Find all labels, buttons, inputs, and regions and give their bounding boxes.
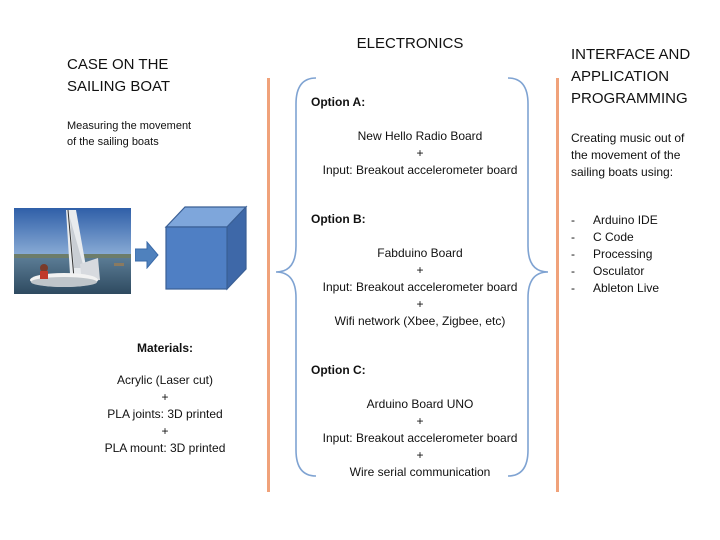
right-divider [556, 78, 559, 492]
option-b-label: Option B: [311, 212, 366, 226]
materials-plus: + [161, 424, 169, 438]
right-title: INTERFACE AND APPLICATION PROGRAMMING [571, 44, 690, 110]
materials-item: PLA joints: 3D printed [107, 407, 223, 421]
option-c-plus: + [416, 414, 424, 428]
option-b-details: Fabduino Board + Input: Breakout acceler… [300, 245, 540, 330]
left-description: Measuring the movement of the sailing bo… [67, 118, 191, 150]
tool-item: Osculator [571, 263, 659, 280]
right-title-line3: PROGRAMMING [571, 90, 688, 107]
option-b-plus: + [416, 263, 424, 277]
tool-item: C Code [571, 229, 659, 246]
tool-item: Processing [571, 246, 659, 263]
option-c-line: Arduino Board UNO [366, 397, 474, 411]
right-desc-line2: the movement of the [571, 148, 681, 162]
right-description: Creating music out of the movement of th… [571, 130, 684, 181]
left-title: CASE ON THE SAILING BOAT [67, 54, 170, 98]
left-desc-line1: Measuring the movement [67, 120, 192, 132]
option-c-label: Option C: [311, 363, 366, 377]
sailing-boat-photo-graphic [14, 208, 131, 294]
option-c-plus: + [416, 448, 424, 462]
materials-title: Materials: [136, 341, 194, 355]
option-b-line: Fabduino Board [377, 246, 463, 260]
option-a-label: Option A: [311, 95, 366, 109]
option-c-details: Arduino Board UNO + Input: Breakout acce… [300, 396, 540, 481]
sailing-boat-photo [14, 208, 131, 294]
left-brace-icon [275, 77, 317, 477]
option-a-plus: + [416, 146, 424, 160]
right-desc-line1: Creating music out of [571, 131, 685, 145]
tool-item: Arduino IDE [571, 212, 659, 229]
right-arrow-icon [135, 241, 159, 269]
materials-item: PLA mount: 3D printed [104, 441, 226, 455]
case-cube-icon [164, 205, 248, 291]
option-b-plus: + [416, 297, 424, 311]
option-a-line: New Hello Radio Board [357, 129, 483, 143]
left-title-line2: SAILING BOAT [67, 78, 171, 95]
materials-plus: + [161, 390, 169, 404]
right-brace-icon [507, 77, 549, 477]
option-b-line: Wifi network (Xbee, Zigbee, etc) [334, 314, 506, 328]
option-a-details: New Hello Radio Board + Input: Breakout … [300, 128, 540, 179]
left-divider [267, 78, 270, 492]
right-desc-line3: sailing boats using: [571, 165, 674, 179]
left-desc-line2: of the sailing boats [67, 136, 159, 148]
materials-list: Acrylic (Laser cut) + PLA joints: 3D pri… [85, 372, 245, 457]
left-title-line1: CASE ON THE [67, 56, 169, 73]
right-title-line2: APPLICATION [571, 68, 670, 85]
option-b-line: Input: Breakout accelerometer board [322, 280, 518, 294]
electronics-title: ELECTRONICS [356, 35, 464, 52]
option-c-line: Input: Breakout accelerometer board [322, 431, 518, 445]
option-a-line: Input: Breakout accelerometer board [322, 163, 518, 177]
tool-item: Ableton Live [571, 280, 659, 297]
option-c-line: Wire serial communication [349, 465, 491, 479]
right-title-line1: INTERFACE AND [571, 46, 691, 63]
tools-list: Arduino IDE C Code Processing Osculator … [571, 212, 659, 297]
materials-item: Acrylic (Laser cut) [116, 373, 214, 387]
